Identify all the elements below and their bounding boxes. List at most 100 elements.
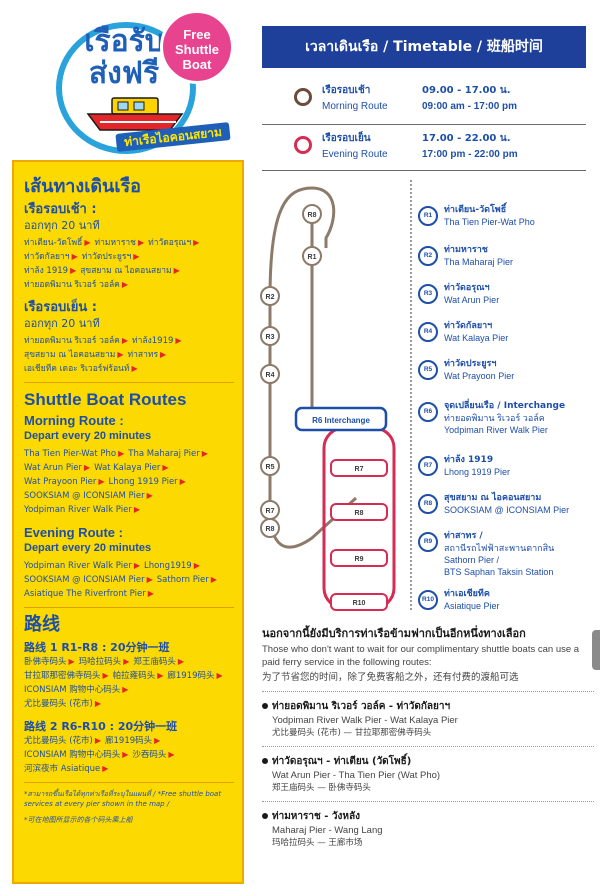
route-line: ท่ายอดพิมาน ริเวอร์ วอล์ค▶	[24, 278, 234, 292]
arrow-right-icon: ▶	[123, 657, 130, 666]
morning-node-label: R1	[308, 254, 317, 261]
pier-name-en: Tha Maharaj Pier	[444, 257, 514, 267]
morning-timetable-row: เรือรอบเช้า Morning Route 09.00 - 17.00 …	[294, 84, 594, 120]
routes-panel: เส้นทางเดินเรือ เรือรอบเช้า : ออกทุก 20 …	[12, 160, 244, 884]
route-stop: 沙吞码头	[132, 750, 167, 760]
route-stop: SOOKSIAM @ ICONSIAM Pier	[24, 491, 145, 501]
pier-code-badge: R6	[418, 402, 438, 422]
route2-title-cn: 路线 2 R6-R10 : 20分钟一班	[24, 720, 178, 733]
route-line: Wat Arun Pier▶Wat Kalaya Pier▶	[24, 461, 234, 475]
pier-code-badge: R1	[418, 206, 438, 226]
arrow-right-icon: ▶	[193, 561, 200, 570]
arrow-right-icon: ▶	[122, 750, 129, 759]
ferry-route-cn: 郑王庙码头 — 卧佛寺码头	[272, 783, 371, 793]
morning-node-label: R4	[266, 372, 275, 379]
route-stop: 廊1919码头	[105, 736, 153, 746]
arrow-right-icon: ▶	[137, 238, 145, 247]
route-line: Wat Prayoon Pier▶Lhong 1919 Pier▶	[24, 475, 234, 489]
footnote-1: *สามารถขึ้นเรือได้ทุกท่าเรือที่ระบุในแผน…	[24, 790, 222, 808]
evening-node-r9	[330, 549, 388, 567]
pier-code-badge: R7	[418, 456, 438, 476]
morning-node-label: R7	[266, 508, 275, 515]
pier-name-th: จุดเปลี่ยนเรือ / Interchange	[444, 401, 566, 411]
arrow-right-icon: ▶	[122, 685, 129, 694]
route-stop: ท่าเตียน-วัดโพธิ์	[24, 238, 83, 248]
morning-node-r8	[302, 204, 322, 224]
route-stop: ท่าวัดประยูรฯ	[81, 252, 132, 262]
morning-node-label: R2	[266, 294, 275, 301]
evening-label-en: Evening Route	[322, 149, 388, 160]
evening-node-label: R7	[355, 466, 364, 473]
arrow-right-icon: ▶	[121, 336, 129, 345]
pier-name-th: ท่าวัดอรุณฯ	[444, 283, 490, 293]
evening-freq-en: Depart every 20 minutes	[24, 542, 152, 554]
route-stop: Tha Maharaj Pier	[128, 449, 200, 459]
footnote-2: *可在地图所显示的各个码头乘上船	[24, 816, 133, 824]
route-stop: ท่ายอดพิมาน ริเวอร์ วอล์ค	[24, 336, 120, 346]
timetable-divider	[262, 170, 586, 171]
pier-name-en: Tha Tien Pier-Wat Pho	[444, 217, 535, 227]
arrow-right-icon: ▶	[216, 671, 223, 680]
arrow-right-icon: ▶	[102, 671, 109, 680]
route-stop: ท่าวัดอรุณฯ	[148, 238, 192, 248]
evening-freq-th: ออกทุก 20 นาที	[24, 317, 100, 330]
route-line: 尤比曼码头 (花市)▶廊1919码头▶	[24, 734, 234, 748]
route-stop: 尤比曼码头 (花市)	[24, 699, 93, 709]
route-stop: 帕拉雍码头	[112, 671, 156, 681]
arrow-right-icon: ▶	[162, 463, 169, 472]
arrow-right-icon: ▶	[133, 505, 140, 514]
evening-lines-en: Yodpiman River Walk Pier▶Lhong1919▶SOOKS…	[24, 559, 234, 601]
pier-name-en: SOOKSIAM @ ICONSIAM Pier	[444, 505, 570, 515]
route-stop: 卧佛寺码头	[24, 657, 67, 667]
free-shuttle-badge: Free Shuttle Boat	[160, 10, 234, 84]
interchange-label: R6 Interchange	[312, 416, 370, 425]
route-stop: Tha Tien Pier-Wat Pho	[24, 449, 117, 459]
evening-lines-th: ท่ายอดพิมาน ริเวอร์ วอล์ค▶ท่าล้ง1919▶สุข…	[24, 334, 234, 376]
route-stop: ท่าสาทร	[127, 350, 159, 360]
route-stop: 河滨夜市 Asiatique	[24, 764, 101, 774]
pier-name-th: ท่าสาทร /	[444, 531, 483, 541]
route-stop: Wat Kalaya Pier	[94, 463, 161, 473]
arrow-right-icon: ▶	[117, 350, 124, 359]
route-line: ท่าเตียน-วัดโพธิ์▶ท่ามหาราช▶ท่าวัดอรุณฯ▶	[24, 236, 234, 250]
arrow-right-icon: ▶	[68, 657, 75, 666]
route2-lines-cn: 尤比曼码头 (花市)▶廊1919码头▶ICONSIAM 购物中心码头▶沙吞码头▶…	[24, 734, 234, 776]
morning-lines-en: Tha Tien Pier-Wat Pho▶Tha Maharaj Pier▶W…	[24, 447, 234, 517]
morning-node-label: R8	[308, 212, 317, 219]
arrow-right-icon: ▶	[133, 252, 140, 261]
pier-name-th: สุขสยาม ณ ไอคอนสยาม	[444, 493, 542, 503]
route-line: 河滨夜市 Asiatique▶	[24, 762, 234, 776]
arrow-right-icon: ▶	[173, 266, 180, 275]
evening-label-th: เรือรอบเย็น	[322, 133, 371, 144]
ferry-route-th: ท่าวัดอรุณฯ - ท่าเตียน (วัดโพธิ์)	[262, 755, 594, 769]
ferry-route: ท่ายอดพิมาน ริเวอร์ วอล์ค - ท่าวัดกัลยาฯ…	[262, 700, 594, 747]
pier-name-en: สถานีรถไฟฟ้าสะพานตากสิน	[444, 543, 555, 553]
evening-node-r8	[330, 503, 388, 521]
arrow-right-icon: ▶	[146, 491, 153, 500]
pier-name-th: ท่าล้ง 1919	[444, 455, 494, 465]
morning-node-r8	[260, 518, 280, 538]
morning-node-r1	[302, 246, 322, 266]
route1-lines-cn: 卧佛寺码头▶玛哈拉码头▶郑王庙码头▶甘拉耶那密佛寺码头▶帕拉雍码头▶廊1919码…	[24, 655, 234, 711]
arrow-right-icon: ▶	[179, 477, 186, 486]
evening-title-th: เรือรอบเย็น :	[24, 300, 97, 315]
pier-code-badge: R3	[418, 284, 438, 304]
arrow-right-icon: ▶	[94, 699, 101, 708]
route-stop: ท่ามหาราช	[94, 238, 136, 248]
route-stop: ICONSIAM 购物中心码头	[24, 750, 121, 760]
route-line: ICONSIAM 购物中心码头▶沙吞码头▶	[24, 748, 234, 762]
pier-name-en-3: BTS Saphan Taksin Station	[444, 567, 554, 577]
pier-name-en: Asiatique Pier	[444, 601, 500, 611]
route-stop: Asiatique The Riverfront Pier	[24, 589, 146, 599]
morning-node-label: R5	[266, 464, 275, 471]
scroll-handle[interactable]	[592, 630, 600, 670]
pier-name-en: Lhong 1919 Pier	[444, 467, 511, 477]
evening-node-label: R8	[355, 510, 364, 517]
arrow-right-icon: ▶	[133, 561, 140, 570]
ferry-route-en: Maharaj Pier - Wang Lang	[272, 825, 383, 836]
route-line: ICONSIAM 购物中心码头▶	[24, 683, 234, 697]
route-stop: ICONSIAM 购物中心码头	[24, 685, 121, 695]
arrow-right-icon: ▶	[157, 671, 164, 680]
arrow-right-icon: ▶	[147, 589, 154, 598]
